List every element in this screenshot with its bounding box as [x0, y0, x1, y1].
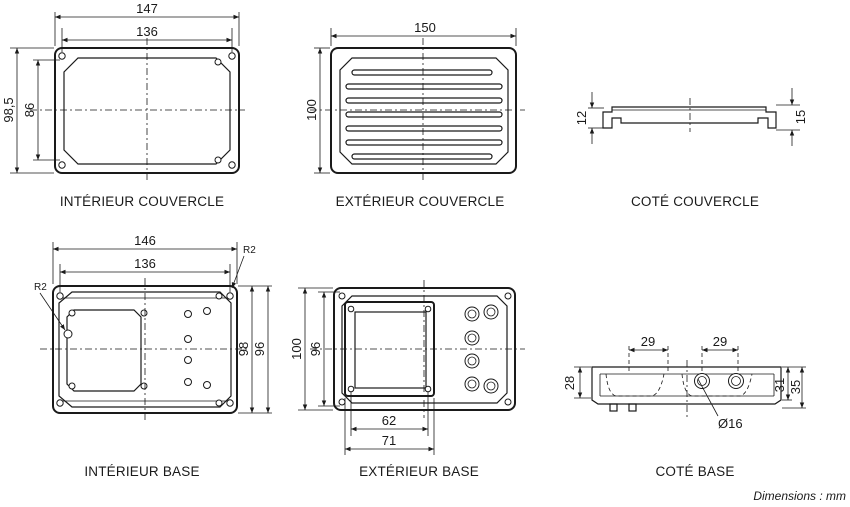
dim-height-inner-label: 98 [236, 342, 251, 356]
window-opening [354, 311, 427, 389]
screw-holes [338, 292, 512, 406]
dim-left-gap-label: 29 [641, 334, 655, 349]
lid-top-panel [339, 57, 509, 165]
dim-width-inner-label: 136 [134, 256, 156, 271]
dim-width-label: 150 [414, 20, 436, 35]
radius-label-top: R2 [243, 245, 256, 256]
view-cote-couvercle: 12 15 COTÉ COUVERCLE [574, 88, 808, 209]
diameter-leader [697, 378, 719, 417]
caption-exterieur-base: EXTÉRIEUR BASE [359, 464, 479, 479]
dim-height-outer-label: 96 [252, 342, 267, 356]
dim-diameter-label: Ø16 [718, 416, 743, 431]
connector-bosses [184, 307, 211, 389]
dim-height-inner-label: 86 [22, 103, 37, 117]
view-interieur-couvercle: 147 136 98,5 86 INTÉRIEUR COUVERCLE [1, 1, 245, 209]
dim-width-inner-label: 62 [382, 413, 396, 428]
view-cote-base: 29 29 28 31 35 Ø16 COTÉ BASE [562, 334, 806, 479]
dim-height-outer-label: 100 [289, 338, 304, 360]
view-exterieur-base: 100 96 62 71 EXTÉRIEUR BASE [289, 280, 525, 479]
dim-width-outer-label: 146 [134, 233, 156, 248]
dim-height-outer-label: 98,5 [1, 97, 16, 122]
caption-exterieur-couvercle: EXTÉRIEUR COUVERCLE [336, 194, 505, 209]
units-note: Dimensions : mm [753, 489, 846, 503]
view-interieur-base: 146 136 R2 R2 98 96 INTÉRIEUR BASE [34, 233, 272, 479]
dim-right-gap-label: 29 [713, 334, 727, 349]
hidden-pocket-left [605, 373, 665, 397]
base-inner-wall [58, 291, 232, 408]
screw-holes [56, 292, 234, 407]
screw-holes [58, 52, 236, 169]
dim-height-inner-label: 31 [772, 378, 787, 392]
caption-cote-base: COTÉ BASE [655, 464, 734, 479]
base-window-pocket [66, 309, 142, 392]
dim-height-outer-label: 35 [788, 380, 803, 394]
lid-side-profile [602, 106, 777, 129]
cable-glands [464, 304, 499, 394]
dim-height-inner-label: 96 [308, 342, 323, 356]
dim-width-inner-label: 136 [136, 24, 158, 39]
radius-label-left: R2 [34, 282, 47, 293]
foot-center [628, 403, 637, 412]
view-exterieur-couvercle: 150 100 EXTÉRIEUR COUVERCLE [304, 20, 525, 209]
side-glands [694, 373, 744, 389]
caption-cote-couvercle: COTÉ COUVERCLE [631, 194, 759, 209]
lid-ribs [345, 69, 503, 160]
caption-interieur-couvercle: INTÉRIEUR COUVERCLE [60, 194, 224, 209]
dim-height-left-label: 28 [562, 376, 577, 390]
base-side-profile [591, 366, 782, 405]
radius-leader-left [39, 292, 66, 331]
hidden-pocket-right [681, 373, 753, 397]
frame-holes [347, 305, 432, 393]
dim-height-label: 100 [304, 99, 319, 121]
dim-right-label: 15 [793, 110, 808, 124]
dim-width-outer-label: 71 [382, 433, 396, 448]
radius-leader-top [231, 255, 245, 289]
base-bottom-panel [341, 295, 508, 404]
caption-interieur-base: INTÉRIEUR BASE [84, 464, 199, 479]
lid-top-outline [330, 47, 517, 174]
dim-width-outer-label: 147 [136, 1, 158, 16]
foot-left [609, 403, 618, 412]
dim-left-label: 12 [574, 111, 589, 125]
